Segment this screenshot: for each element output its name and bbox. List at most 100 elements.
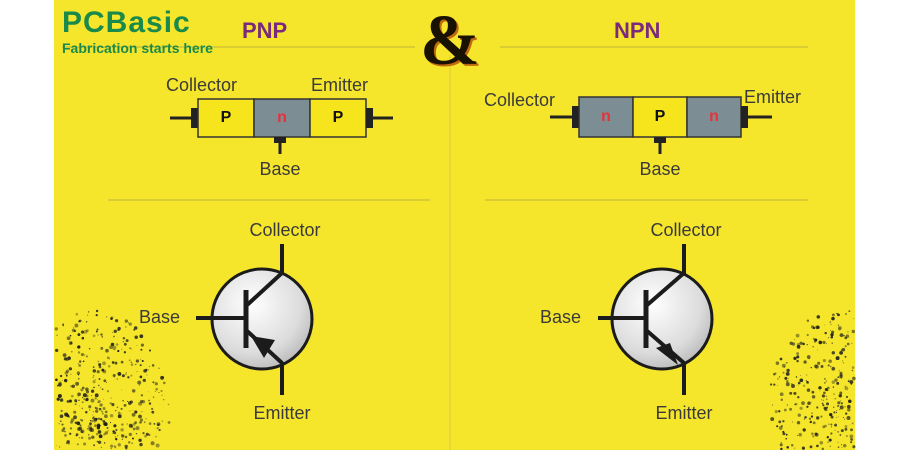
speckle-dot [100, 387, 102, 389]
speckle-dot [88, 427, 93, 432]
speckle-dot [112, 345, 117, 350]
speckle-dot [113, 424, 117, 428]
speckle-dot [64, 378, 68, 383]
speckle-dot [816, 325, 820, 329]
speckle-dot [123, 404, 127, 407]
speckle-dot [92, 414, 94, 416]
npn-emitter-terminal [741, 106, 748, 128]
speckle-dot [104, 410, 108, 414]
speckle-dot [88, 347, 91, 350]
speckle-dot [824, 382, 826, 384]
speckle-dot [145, 368, 148, 371]
speckle-dot [71, 394, 74, 398]
speckle-dot [109, 402, 112, 405]
speckle-dot [104, 414, 108, 419]
ampersand-glyph: & [420, 0, 480, 80]
speckle-dot [847, 331, 849, 333]
speckle-dot [75, 400, 78, 403]
speckle-dot [77, 363, 79, 365]
speckle-dot [790, 443, 794, 447]
npn-arrow-outward [656, 343, 678, 365]
speckle-dot [798, 345, 800, 347]
speckle-dot [97, 360, 100, 363]
speckle-dot [59, 446, 61, 448]
speckle-dot [826, 406, 829, 409]
speckle-dot [844, 427, 848, 431]
speckle-dot [838, 325, 842, 330]
speckle-dot [791, 383, 793, 385]
speckle-dot [115, 409, 117, 412]
speckle-dot [103, 422, 108, 427]
speckle-dot [162, 398, 165, 401]
speckle-dot [839, 400, 841, 402]
npn-heading: NPN [614, 18, 661, 43]
pnp-symbol-base-label: Base [139, 307, 181, 327]
speckle-dot [842, 360, 844, 362]
speckle-dot [93, 416, 95, 418]
speckle-dot [140, 343, 144, 347]
speckle-dot [55, 378, 58, 382]
speckle-dot [111, 361, 115, 364]
speckle-dot [87, 314, 89, 316]
speckle-dot [840, 402, 844, 405]
pnp-segment-label-right: P [332, 109, 344, 126]
speckle-dot [776, 425, 779, 428]
speckle-dot [59, 398, 64, 402]
speckle-dot [812, 421, 816, 425]
speckle-dot [151, 410, 155, 414]
speckle-dot [809, 445, 813, 449]
speckle-dot [79, 419, 82, 421]
speckle-dot [802, 342, 805, 346]
speckle-dot [792, 421, 794, 423]
speckle-dot [842, 362, 844, 364]
speckle-dot [140, 358, 142, 360]
speckle-dot [83, 329, 88, 334]
speckle-dot [95, 330, 98, 333]
speckle-dot [838, 394, 842, 398]
speckle-dot [829, 365, 832, 368]
pnp-segment-label-left: P [220, 109, 232, 126]
speckle-dot [780, 441, 782, 444]
speckle-dot [822, 404, 825, 407]
speckle-dot [844, 336, 848, 340]
speckle-dot [807, 401, 811, 405]
speckle-dot [158, 391, 160, 394]
speckle-dot [840, 429, 844, 433]
speckle-dot [149, 365, 151, 368]
speckle-dot [785, 382, 790, 387]
speckle-dot [139, 334, 144, 339]
speckle-dot [805, 380, 808, 382]
speckle-dot [833, 411, 836, 414]
speckle-dot [806, 405, 809, 408]
speckle-dot [821, 399, 823, 401]
speckle-dot [839, 408, 841, 411]
speckle-dot [112, 331, 114, 333]
npn-block [550, 96, 772, 154]
speckle-dot [73, 415, 77, 420]
speckle-dot [822, 359, 826, 363]
speckle-dot [835, 398, 837, 400]
speckle-dot [82, 386, 85, 390]
speckle-dot [852, 376, 856, 381]
speckle-dot [839, 351, 843, 355]
speckle-dot [85, 321, 88, 323]
speckle-dot [117, 414, 122, 419]
speckle-dot [796, 345, 801, 349]
speckle-dot [113, 329, 117, 333]
speckle-dot [115, 428, 118, 432]
pnp-block [170, 98, 393, 154]
speckle-dot [161, 394, 163, 396]
speckle-dot [152, 396, 155, 398]
speckle-dot [779, 392, 784, 397]
speckle-dot [785, 371, 790, 376]
speckle-dot [834, 398, 836, 400]
speckle-dot [132, 427, 136, 431]
speckle-dot [786, 368, 790, 373]
speckle-dot [75, 381, 80, 386]
speckle-dot [100, 346, 104, 350]
speckle-dot [836, 381, 840, 385]
speckle-dot [842, 416, 844, 419]
speckle-dot [60, 420, 62, 422]
speckle-dot [806, 319, 810, 322]
speckle-dot [64, 412, 69, 417]
